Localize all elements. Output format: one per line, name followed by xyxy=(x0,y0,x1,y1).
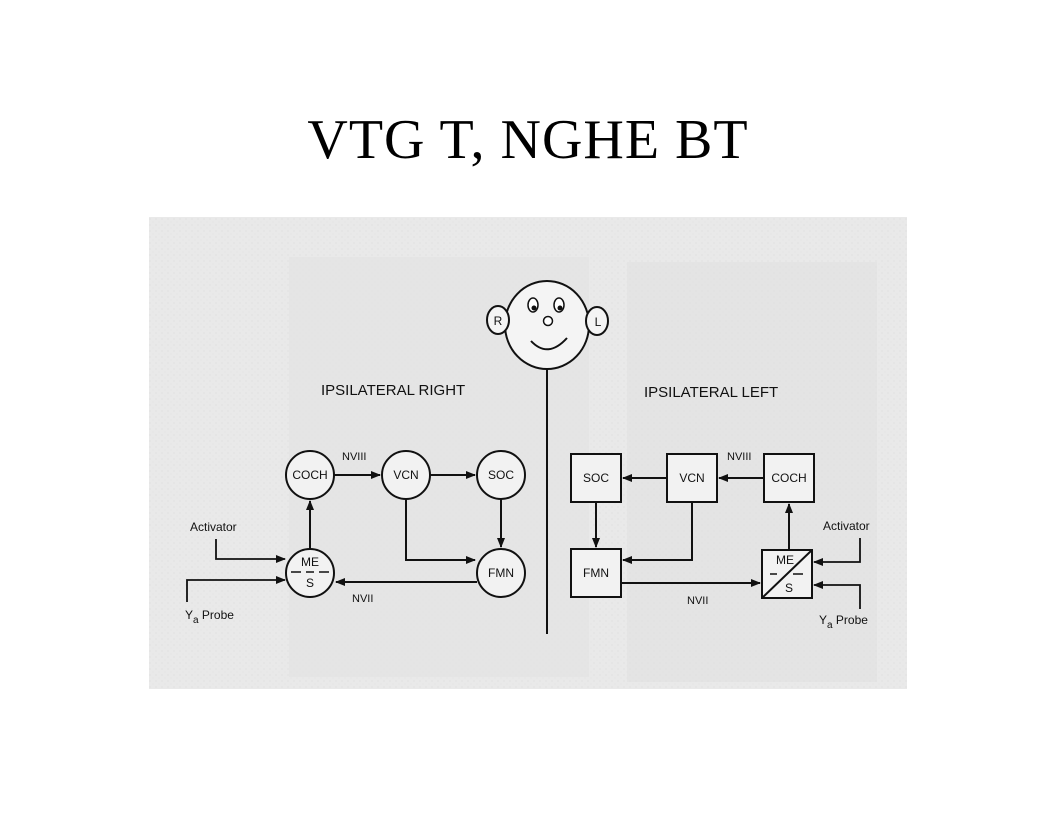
left-fmn-label: FMN xyxy=(583,566,609,580)
right-vcn-node: VCN xyxy=(381,450,431,500)
left-fmn-node: FMN xyxy=(570,548,622,598)
head-figure: R L xyxy=(486,280,609,370)
left-nvii-label: NVII xyxy=(687,595,708,607)
left-activator-label: Activator xyxy=(823,519,870,533)
right-ear-label: R xyxy=(494,314,503,328)
right-soc-node: SOC xyxy=(476,450,526,500)
left-coch-node: COCH xyxy=(763,453,815,503)
right-vcn-to-fmn xyxy=(405,499,476,564)
slide-title: VTG T, NGHE BT xyxy=(307,109,749,171)
right-ear xyxy=(486,305,510,335)
right-fmn-node: FMN xyxy=(476,548,526,598)
right-activator-line xyxy=(215,539,286,563)
left-soc-node: SOC xyxy=(570,453,622,503)
nose xyxy=(542,315,554,327)
pupil-right xyxy=(531,305,537,311)
ipsilateral-right-heading: IPSILATERAL RIGHT xyxy=(321,382,465,399)
left-vcn-node: VCN xyxy=(666,453,718,503)
left-ear xyxy=(585,306,609,336)
right-coch-node: COCH xyxy=(285,450,335,500)
right-soc-label: SOC xyxy=(488,468,514,482)
right-probe-label: Ya Probe xyxy=(185,608,234,626)
left-vcn-label: VCN xyxy=(679,471,704,485)
left-coch-label: COCH xyxy=(771,471,806,485)
right-probe-line xyxy=(186,576,286,602)
pupil-left xyxy=(557,305,563,311)
left-ear-label: L xyxy=(595,315,602,329)
left-vcn-to-fmn xyxy=(622,502,693,564)
left-me-node: ME S xyxy=(761,549,813,599)
left-probe-line xyxy=(813,581,861,609)
right-s-label: S xyxy=(306,576,314,590)
right-vcn-label: VCN xyxy=(393,468,418,482)
ipsilateral-left-heading: IPSILATERAL LEFT xyxy=(644,384,778,401)
mouth xyxy=(530,337,568,351)
reflex-pathway-diagram: R L IPSILATERAL RIGHT COCH VCN SOC FMN xyxy=(149,217,907,689)
right-me-label: ME xyxy=(301,555,319,569)
left-soc-label: SOC xyxy=(583,471,609,485)
left-me-label: ME xyxy=(776,553,794,567)
right-fmn-label: FMN xyxy=(488,566,514,580)
left-nviii-label: NVIII xyxy=(727,451,751,463)
right-coch-label: COCH xyxy=(292,468,327,482)
left-s-label: S xyxy=(785,581,793,595)
left-activator-line xyxy=(813,538,861,566)
right-nvii-label: NVII xyxy=(352,593,373,605)
right-me-node: ME S xyxy=(285,548,335,598)
left-probe-label: Ya Probe xyxy=(819,613,868,631)
right-activator-label: Activator xyxy=(190,520,237,534)
right-nviii-label: NVIII xyxy=(342,451,366,463)
